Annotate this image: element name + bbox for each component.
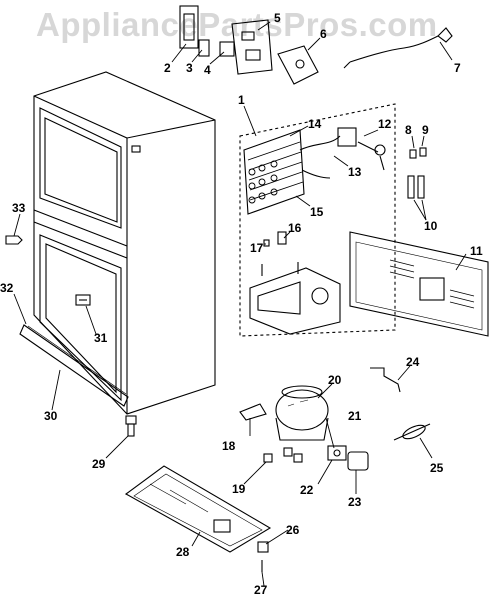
- callout-2: 2: [164, 61, 171, 75]
- base-plate: [124, 465, 272, 553]
- start-relay: [327, 445, 347, 461]
- callout-4: 4: [204, 63, 211, 77]
- evaporator-assembly-group: [239, 103, 396, 337]
- compressor-bracket: [239, 403, 267, 421]
- callout-15: 15: [310, 205, 324, 219]
- callout-3: 3: [186, 61, 193, 75]
- drier: [393, 423, 431, 441]
- top-parts: [179, 5, 453, 85]
- callout-5: 5: [274, 11, 281, 25]
- callout-13: 13: [348, 165, 362, 179]
- callout-32: 32: [0, 281, 14, 295]
- callout-17: 17: [250, 241, 264, 255]
- callout-33: 33: [12, 201, 26, 215]
- kick-plate: [19, 324, 129, 407]
- callout-28: 28: [176, 545, 190, 559]
- refrigerator-cabinet: [33, 71, 216, 415]
- callout-27: 27: [254, 583, 268, 597]
- callout-25: 25: [430, 461, 444, 475]
- callout-31: 31: [94, 331, 108, 345]
- callout-20: 20: [328, 373, 342, 387]
- overload-cap: [347, 451, 369, 471]
- callout-16: 16: [288, 221, 302, 235]
- callout-22: 22: [300, 483, 314, 497]
- callout-21: 21: [348, 409, 362, 423]
- callout-23: 23: [348, 495, 362, 509]
- hinge-bracket: [75, 294, 91, 306]
- watermark-text: AppliancePartsPros.com: [36, 6, 438, 43]
- leader-lines: [13, 21, 467, 587]
- compressor: [275, 385, 329, 441]
- callout-labels: 1 2 3 4 5 6 7 8 9 10 11 12 13 14 15 16 1…: [0, 11, 483, 597]
- callout-14: 14: [308, 117, 322, 131]
- rear-cover-panel: [349, 231, 489, 337]
- callout-6: 6: [320, 27, 327, 41]
- callout-12: 12: [378, 117, 392, 131]
- callout-19: 19: [232, 482, 246, 496]
- callout-18: 18: [222, 439, 236, 453]
- side-screw: [5, 235, 23, 245]
- callout-24: 24: [406, 355, 420, 369]
- base-fasteners: [257, 541, 269, 572]
- callout-10: 10: [424, 219, 438, 233]
- grommets: [263, 447, 303, 463]
- callout-29: 29: [92, 457, 106, 471]
- callout-8: 8: [405, 123, 412, 137]
- callout-30: 30: [44, 409, 58, 423]
- sensor-parts: [407, 147, 427, 199]
- callout-26: 26: [286, 523, 300, 537]
- callout-7: 7: [454, 61, 461, 75]
- callout-9: 9: [422, 123, 429, 137]
- callout-1: 1: [238, 93, 245, 107]
- leveler-foot: [125, 415, 137, 437]
- callout-11: 11: [470, 244, 483, 258]
- wire-clip: [370, 367, 401, 393]
